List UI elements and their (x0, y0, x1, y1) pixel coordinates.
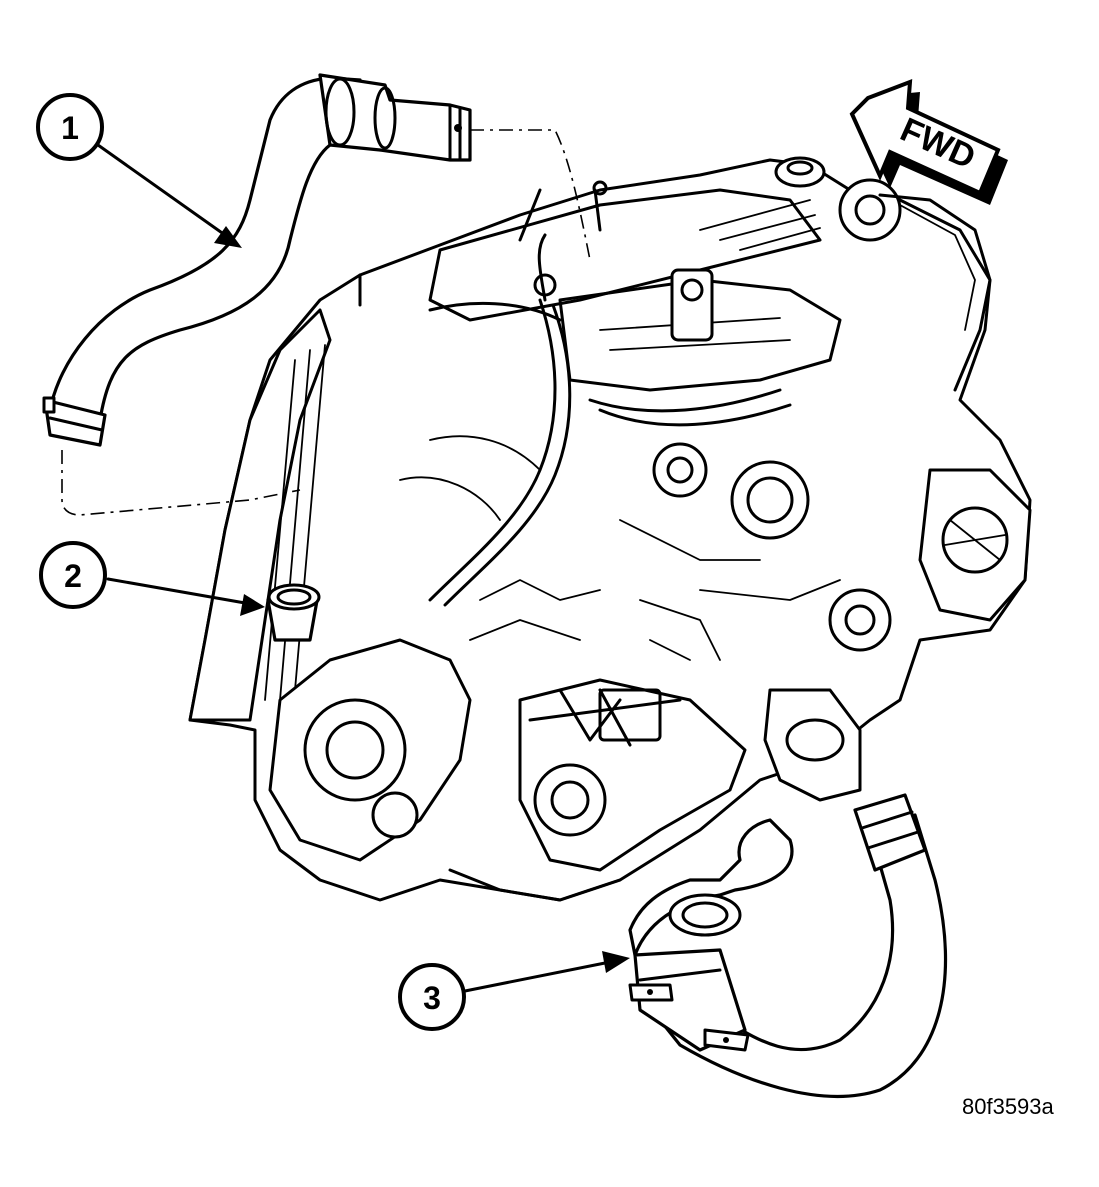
callout-3-number: 3 (423, 980, 441, 1016)
callout-2-number: 2 (64, 558, 82, 594)
intake-hose-upper (42, 73, 472, 447)
hose-routing-dashed-line (61, 129, 591, 516)
callout-1-number: 1 (61, 110, 79, 146)
callout-leaders (96, 143, 630, 993)
callout-2: 2 (39, 541, 107, 609)
engine-assembly (188, 156, 1032, 902)
figure-id-label: 80f3593a (962, 1094, 1055, 1119)
intake-hose-connector (266, 583, 321, 642)
fwd-arrow: FWD (849, 79, 1008, 205)
callout-3: 3 (398, 963, 466, 1031)
callout-1: 1 (36, 93, 104, 161)
intake-hose-lower (628, 793, 948, 1098)
